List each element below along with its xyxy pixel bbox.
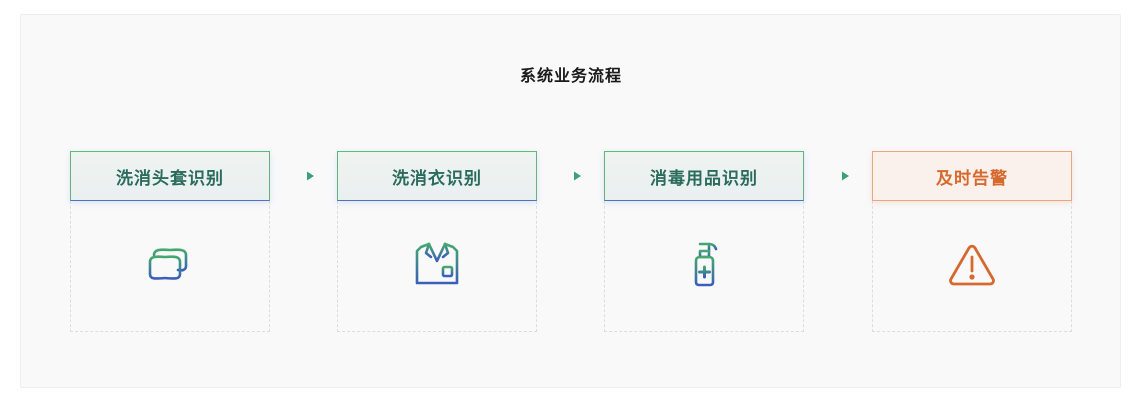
flow-arrow-icon	[293, 171, 314, 181]
flow-arrow-icon	[560, 171, 581, 181]
gown-icon	[412, 239, 462, 289]
step-label: 及时告警	[872, 151, 1072, 201]
headcover-icon	[145, 239, 195, 289]
step-label: 消毒用品识别	[604, 151, 804, 201]
warning-icon	[947, 239, 997, 289]
step-headcover: 洗消头套识别	[70, 151, 270, 332]
step-sanitizer: 消毒用品识别	[604, 151, 804, 332]
step-label: 洗消衣识别	[337, 151, 537, 201]
step-label: 洗消头套识别	[70, 151, 270, 201]
step-body	[70, 201, 270, 332]
sanitizer-bottle-icon	[679, 239, 729, 289]
flow-arrow-icon	[828, 171, 849, 181]
diagram-title: 系统业务流程	[519, 66, 622, 85]
step-alert: 及时告警	[872, 151, 1072, 332]
step-gown: 洗消衣识别	[337, 151, 537, 332]
